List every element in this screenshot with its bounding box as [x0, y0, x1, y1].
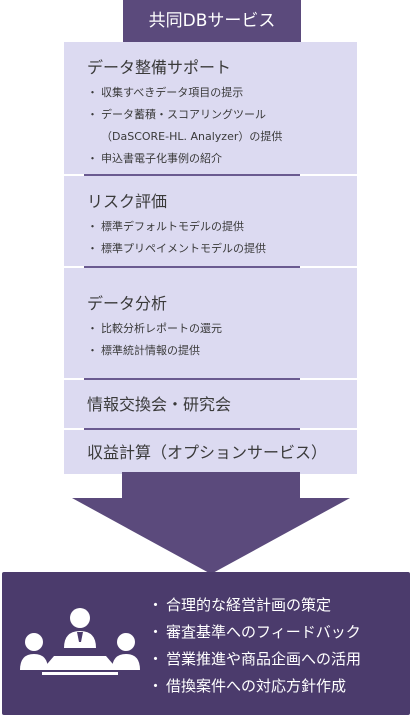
result-box: ・合理的な経営計画の策定 ・審査基準へのフィードバック ・営業推進や商品企画への…	[2, 572, 410, 715]
result-item: ・合理的な経営計画の策定	[148, 596, 332, 614]
separator-line	[84, 266, 300, 268]
panel-item: ・標準デフォルトモデルの提供	[87, 220, 244, 233]
panel-item: ・申込書電子化事例の紹介	[87, 152, 222, 165]
panel-item: ・標準統計情報の提供	[87, 344, 200, 357]
result-item: ・営業推進や商品企画への活用	[148, 650, 362, 668]
panel-item: ・データ蓄積・スコアリングツール（DaSCORE-HL. Analyzer）の提…	[87, 104, 357, 148]
panel-item-list: ・標準デフォルトモデルの提供 ・標準プリペイメントモデルの提供	[87, 216, 357, 260]
result-item: ・借換案件への対応方針作成	[148, 677, 347, 695]
separator-line	[84, 174, 300, 176]
panel-data-support: データ整備サポート ・収集すべきデータ項目の提示 ・データ蓄積・スコアリングツー…	[64, 42, 357, 174]
panel-item: ・比較分析レポートの還元	[87, 322, 222, 335]
panel-profit-calculation: 収益計算（オプションサービス）	[64, 430, 357, 474]
panel-title: リスク評価	[87, 192, 168, 211]
down-arrow-icon	[72, 472, 350, 574]
panel-data-analysis: データ分析 ・比較分析レポートの還元 ・標準統計情報の提供	[64, 268, 357, 378]
separator-line	[84, 378, 300, 380]
service-header: 共同DBサービス	[123, 0, 301, 42]
result-item: ・審査基準へのフィードバック	[148, 623, 361, 641]
result-list: ・合理的な経営計画の策定 ・審査基準へのフィードバック ・営業推進や商品企画への…	[148, 592, 361, 700]
panel-item: ・収集すべきデータ項目の提示	[87, 86, 244, 99]
panel-title: 収益計算（オプションサービス）	[87, 443, 328, 462]
panel-item-list: ・比較分析レポートの還元 ・標準統計情報の提供	[87, 318, 357, 362]
panel-title: 情報交換会・研究会	[87, 395, 232, 414]
panel-info-exchange: 情報交換会・研究会	[64, 380, 357, 428]
separator-line	[84, 428, 300, 430]
panel-item-list: ・収集すべきデータ項目の提示 ・データ蓄積・スコアリングツール（DaSCORE-…	[87, 82, 357, 170]
people-meeting-icon	[20, 608, 140, 675]
panel-risk-evaluation: リスク評価 ・標準デフォルトモデルの提供 ・標準プリペイメントモデルの提供	[64, 176, 357, 266]
panel-title: データ整備サポート	[87, 58, 232, 77]
panel-item: ・標準プリペイメントモデルの提供	[87, 242, 266, 255]
panel-item-sub: （DaSCORE-HL. Analyzer）の提供	[101, 130, 283, 143]
panel-title: データ分析	[87, 294, 168, 313]
